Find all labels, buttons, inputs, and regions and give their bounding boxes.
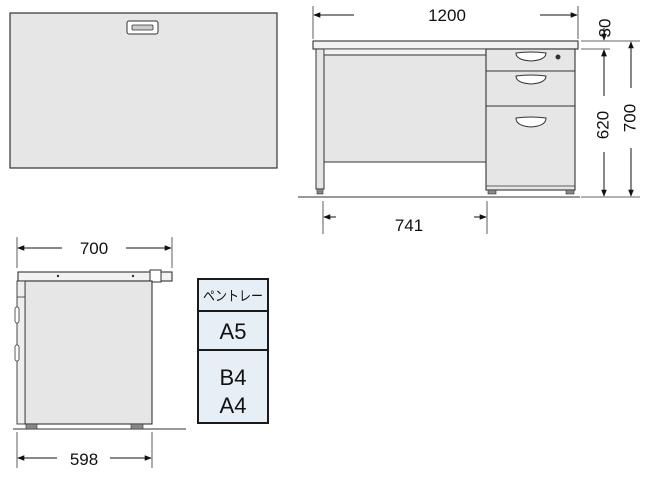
side-view [13, 269, 186, 430]
drawer-lock [555, 54, 561, 60]
side-desktop-top [17, 271, 173, 282]
dim-pedestal-height: 620 [593, 111, 612, 139]
front-dimensions: 1200 30 700 620 741 [312, 6, 640, 235]
dim-knee-width: 741 [395, 216, 423, 235]
side-dimensions: 700 598 [16, 237, 173, 469]
drawer-handle-2 [515, 74, 547, 85]
front-view [298, 40, 580, 198]
front-desktop-top [312, 40, 579, 50]
front-modesty-panel [323, 54, 487, 163]
dim-side-inner-depth: 598 [70, 450, 98, 469]
desktop-top-surface [9, 12, 278, 169]
legend-a4: A4 [220, 393, 247, 418]
cable-port-slot [131, 24, 154, 31]
dim-front-width: 1200 [428, 6, 466, 25]
side-handle-2 [14, 344, 20, 362]
side-foot-back [130, 423, 144, 430]
front-pedestal-foot-left [487, 189, 497, 195]
legend-a5: A5 [220, 319, 247, 344]
side-panel [24, 280, 153, 425]
side-cable-duct [149, 269, 162, 283]
dim-side-depth: 700 [80, 239, 108, 258]
drawer-handle-1 [515, 51, 547, 62]
front-pen-tray-rail [323, 48, 487, 56]
front-left-leg [315, 48, 325, 190]
drawer-legend: ペントレー A5 B4 A4 [197, 278, 269, 424]
side-foot-front [25, 423, 38, 430]
dim-height: 700 [620, 104, 639, 132]
front-pedestal-foot-right [565, 189, 575, 195]
side-top-screw-2 [131, 274, 135, 278]
dim-top-thickness: 30 [595, 19, 614, 38]
side-handle-1 [14, 306, 20, 324]
legend-pen-tray: ペントレー [203, 288, 263, 304]
drawer-handle-3 [515, 116, 547, 128]
side-top-screw-1 [56, 274, 60, 278]
top-view [9, 12, 278, 169]
legend-b4: B4 [220, 365, 247, 390]
front-left-foot [316, 188, 324, 195]
